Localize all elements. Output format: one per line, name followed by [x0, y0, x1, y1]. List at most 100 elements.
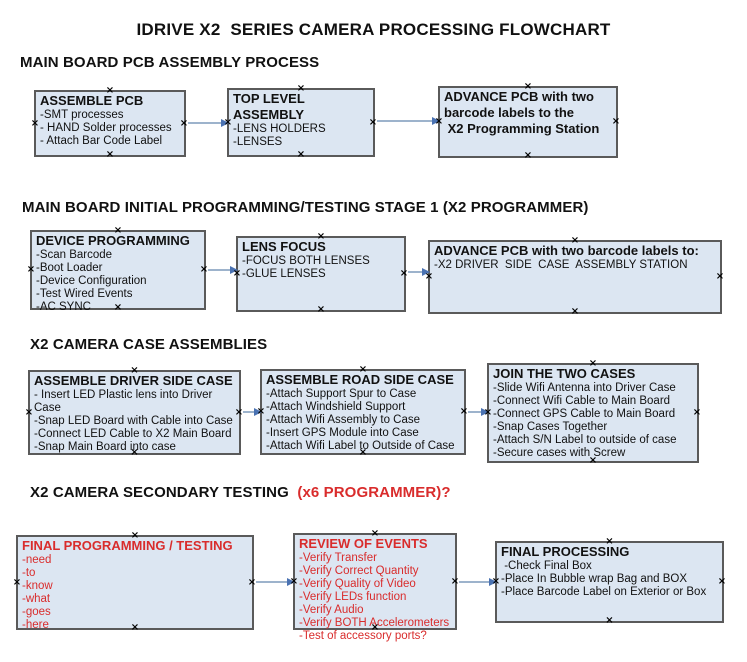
connector-line — [256, 581, 293, 583]
connection-handle-icon: × — [717, 576, 727, 587]
arrowhead-icon — [221, 119, 229, 127]
box-items: -Attach Support Spur to Case -Attach Win… — [266, 388, 455, 452]
connection-handle-icon: × — [692, 407, 702, 418]
connection-handle-icon: × — [399, 268, 409, 279]
connector-line — [208, 269, 236, 271]
connector-arrow[interactable] — [256, 577, 295, 587]
connection-handle-icon: × — [223, 116, 233, 128]
flow-box-advance-pcb-programming-station[interactable]: × × × × ADVANCE PCB with two barcode lab… — [434, 82, 621, 161]
box-items: -Scan Barcode -Boot Loader -Device Confi… — [36, 249, 147, 313]
connection-handle-icon: × — [523, 81, 533, 92]
connection-handle-icon: × — [26, 264, 36, 275]
connector-arrow[interactable] — [188, 118, 229, 128]
flow-box-join-the-two-cases[interactable]: × × × × JOIN THE TWO CASES -Slide Wifi A… — [483, 359, 702, 466]
box-items: -Slide Wifi Antenna into Driver Case -Co… — [493, 382, 677, 459]
connection-handle-icon: × — [491, 576, 501, 587]
box-title: REVIEW OF EVENTS — [299, 536, 428, 551]
connection-handle-icon: × — [588, 358, 598, 369]
connection-handle-icon: × — [370, 528, 380, 539]
box-items: -SMT processes - HAND Solder processes -… — [40, 109, 172, 147]
connection-handle-icon: × — [24, 406, 34, 418]
connection-handle-icon: × — [358, 447, 368, 458]
box-title: ASSEMBLE DRIVER SIDE CASE — [34, 373, 233, 388]
connection-handle-icon: × — [605, 536, 614, 547]
box-items: - Insert LED Plastic lens into Driver Ca… — [34, 389, 233, 453]
connection-handle-icon: × — [370, 622, 380, 633]
arrowhead-icon — [230, 266, 238, 274]
arrowhead-icon — [481, 408, 489, 416]
connection-handle-icon: × — [570, 306, 580, 317]
box-title: TOP LEVEL ASSEMBLY — [233, 91, 308, 122]
section-heading-pcb-assembly: MAIN BOARD PCB ASSEMBLY PROCESS — [20, 54, 320, 71]
flow-box-top-level-assembly[interactable]: × × × × TOP LEVEL ASSEMBLY -LENS HOLDERS… — [223, 84, 378, 160]
flow-box-device-programming[interactable]: × × × × DEVICE PROGRAMMING -Scan Barcode… — [26, 226, 209, 314]
connection-handle-icon: × — [247, 576, 257, 588]
connection-handle-icon: × — [605, 615, 614, 626]
connection-handle-icon: × — [232, 268, 242, 279]
connection-handle-icon: × — [715, 271, 725, 282]
box-title: JOIN THE TWO CASES — [493, 366, 636, 381]
flow-box-assemble-driver-side-case[interactable]: × × × × ASSEMBLE DRIVER SIDE CASE - Inse… — [24, 366, 244, 458]
section-heading-black-text: X2 CAMERA SECONDARY TESTING — [30, 484, 294, 501]
connector-arrow[interactable] — [377, 116, 440, 126]
flow-box-review-of-events[interactable]: × × × × REVIEW OF EVENTS -Verify Transfe… — [290, 529, 460, 643]
flow-box-final-processing[interactable]: × × × × FINAL PROCESSING -Check Final Bo… — [491, 537, 727, 626]
connection-handle-icon: × — [113, 302, 123, 313]
flow-box-final-programming-testing[interactable]: × × × × FINAL PROGRAMMING / TESTING -nee… — [12, 531, 257, 633]
connector-arrow[interactable] — [208, 265, 238, 275]
connector-line — [408, 271, 428, 273]
connection-handle-icon: × — [296, 149, 306, 160]
connector-arrow[interactable] — [408, 267, 430, 277]
box-title: ASSEMBLE ROAD SIDE CASE — [266, 372, 454, 387]
page-title: IDRIVE X2 SERIES CAMERA PROCESSING FLOWC… — [136, 20, 611, 39]
flow-box-assemble-pcb[interactable]: × × × × ASSEMBLE PCB -SMT processes - HA… — [30, 86, 189, 160]
connection-handle-icon: × — [199, 264, 209, 275]
connection-handle-icon: × — [358, 364, 368, 375]
connection-handle-icon: × — [130, 365, 139, 376]
section-heading-case-assemblies: X2 CAMERA CASE ASSEMBLIES — [30, 336, 268, 353]
connection-handle-icon: × — [130, 530, 140, 541]
connection-handle-icon: × — [483, 407, 493, 418]
connection-handle-icon: × — [523, 150, 533, 161]
connection-handle-icon: × — [424, 271, 434, 282]
box-title: FINAL PROCESSING — [501, 544, 630, 559]
connection-handle-icon: × — [316, 304, 326, 315]
section-heading-initial-programming: MAIN BOARD INITIAL PROGRAMMING/TESTING S… — [22, 199, 589, 216]
connector-line — [188, 122, 227, 124]
arrowhead-icon — [489, 578, 497, 586]
connection-handle-icon: × — [434, 116, 444, 127]
arrowhead-icon — [287, 578, 295, 586]
connection-handle-icon: × — [256, 406, 266, 417]
connection-handle-icon: × — [570, 235, 580, 246]
connector-line — [459, 581, 495, 583]
box-items: -Check Final Box -Place In Bubble wrap B… — [501, 560, 707, 598]
box-items: -FOCUS BOTH LENSES -GLUE LENSES — [242, 255, 370, 280]
connector-arrow[interactable] — [468, 407, 489, 417]
connection-handle-icon: × — [12, 576, 22, 588]
connection-handle-icon: × — [30, 117, 40, 129]
connection-handle-icon: × — [450, 575, 460, 587]
connection-handle-icon: × — [234, 406, 244, 418]
box-title: ADVANCE PCB with two barcode labels to: — [434, 243, 699, 258]
arrowhead-icon — [432, 117, 440, 125]
flow-box-lens-focus[interactable]: × × × × LENS FOCUS -FOCUS BOTH LENSES -G… — [232, 232, 409, 315]
box-items: -LENS HOLDERS -LENSES — [233, 123, 326, 148]
connection-handle-icon: × — [105, 85, 115, 96]
box-items: -Verify Transfer -Verify Correct Quantit… — [299, 552, 450, 642]
connection-handle-icon: × — [368, 116, 378, 128]
connection-handle-icon: × — [459, 406, 469, 417]
connection-handle-icon: × — [179, 117, 189, 129]
flow-box-advance-pcb-driver-side-station[interactable]: × × × × ADVANCE PCB with two barcode lab… — [424, 236, 725, 317]
section-heading-red-text: (x6 PROGRAMMER)? — [293, 484, 451, 501]
connection-handle-icon: × — [113, 225, 123, 236]
arrowhead-icon — [422, 268, 430, 276]
box-title: ASSEMBLE PCB — [40, 93, 144, 108]
connector-arrow[interactable] — [459, 577, 497, 587]
section-heading-secondary-testing: X2 CAMERA SECONDARY TESTING (x6 PROGRAMM… — [30, 484, 451, 501]
flow-box-assemble-road-side-case[interactable]: × × × × ASSEMBLE ROAD SIDE CASE -Attach … — [256, 365, 469, 458]
connector-line — [243, 411, 260, 413]
connector-arrow[interactable] — [243, 407, 262, 417]
connection-handle-icon: × — [611, 116, 621, 127]
box-title: DEVICE PROGRAMMING — [36, 233, 190, 248]
